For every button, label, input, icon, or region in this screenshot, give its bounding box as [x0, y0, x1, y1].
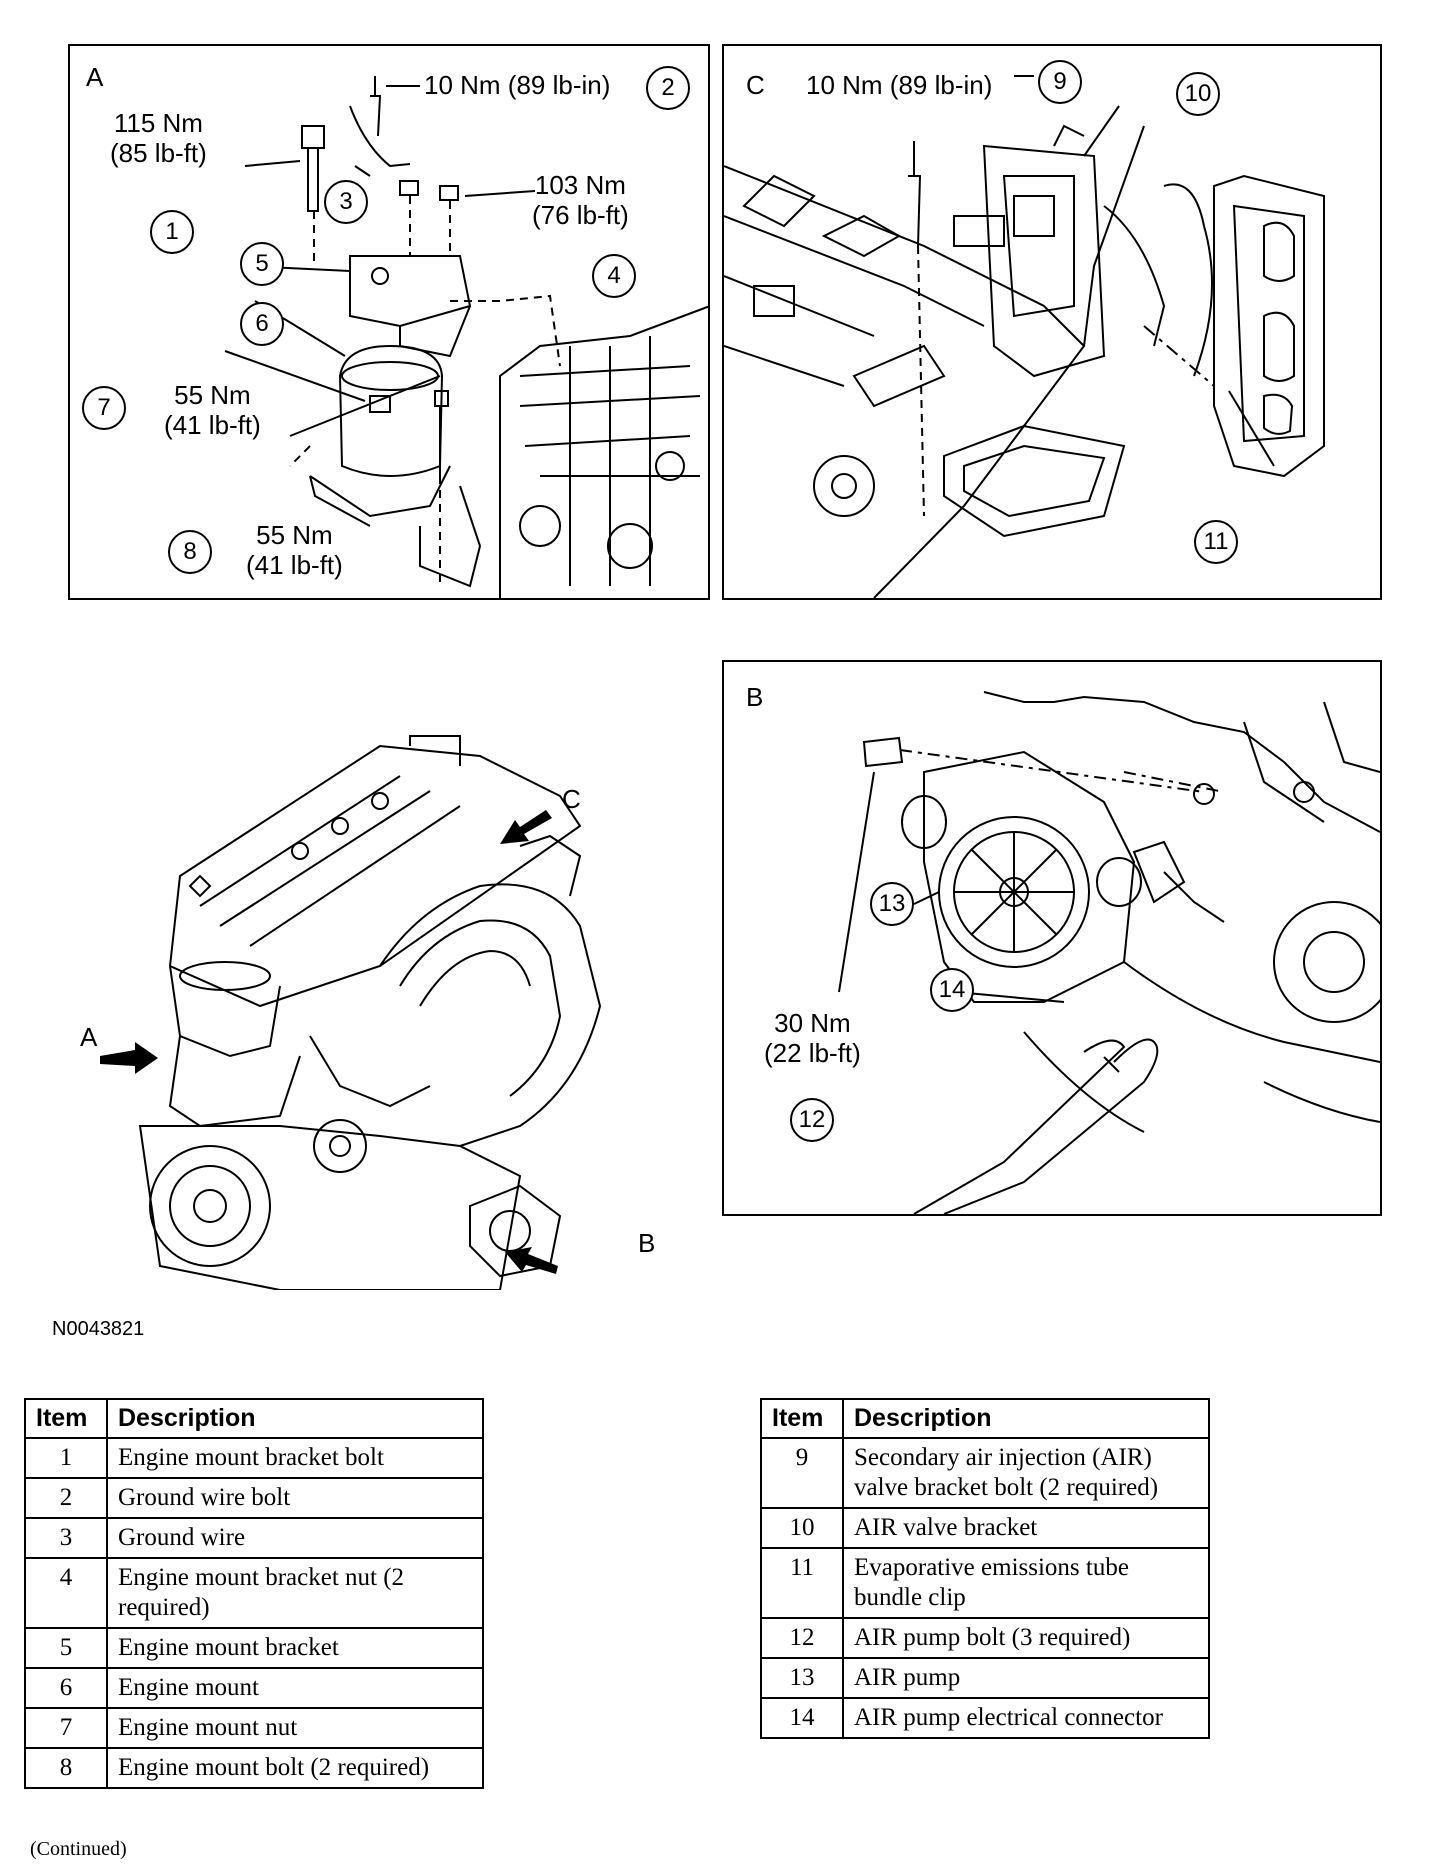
item-number: 4 [24, 1557, 108, 1629]
callout-10: 10 [1176, 72, 1220, 116]
callout-3: 3 [324, 180, 368, 224]
legend-left-header-description: Description [106, 1398, 484, 1439]
callout-9: 9 [1038, 60, 1082, 104]
item-number: 11 [760, 1547, 844, 1619]
panel-b: B 13 30 Nm (22 lb-ft) 12 14 [722, 660, 1382, 1216]
item-description: Engine mount nut [106, 1707, 484, 1749]
callout-6: 6 [240, 302, 284, 346]
legend-left-header-row: Item Description [24, 1398, 484, 1439]
callout-4: 4 [592, 254, 636, 298]
overview-arrow-label-a: A [80, 1022, 98, 1052]
callout-12: 12 [790, 1098, 834, 1142]
torque-label-7: 55 Nm (41 lb-ft) [164, 380, 261, 440]
panel-b-letter: B [746, 682, 764, 712]
figure-id: N0043821 [52, 1318, 145, 1340]
legend-right-header-description: Description [842, 1398, 1210, 1439]
panel-a-letter: A [86, 62, 104, 92]
item-number: 10 [760, 1507, 844, 1549]
item-number: 1 [24, 1437, 108, 1479]
item-number: 3 [24, 1517, 108, 1559]
callout-1: 1 [150, 210, 194, 254]
legend-left-header-item: Item [24, 1398, 108, 1439]
item-description: AIR valve bracket [842, 1507, 1210, 1549]
item-description: Ground wire bolt [106, 1477, 484, 1519]
callout-7: 7 [82, 386, 126, 430]
item-number: 8 [24, 1747, 108, 1789]
item-number: 6 [24, 1667, 108, 1709]
torque-label-4-lbft: (76 lb-ft) [532, 200, 629, 230]
item-description: Engine mount bracket nut (2 required) [106, 1557, 484, 1629]
item-description: AIR pump electrical connector [842, 1697, 1210, 1739]
item-description: Engine mount bracket bolt [106, 1437, 484, 1479]
torque-label-8-nm: 55 Nm [256, 520, 333, 550]
panel-c-drawing [724, 75, 1325, 598]
torque-label-1-nm: 115 Nm [113, 108, 203, 138]
overview-arrow-label-c: C [562, 784, 581, 814]
legend-right-header-item: Item [760, 1398, 844, 1439]
item-description: AIR pump [842, 1657, 1210, 1699]
item-number: 12 [760, 1617, 844, 1659]
item-description: Engine mount bracket [106, 1627, 484, 1669]
item-number: 9 [760, 1437, 844, 1509]
torque-label-8-lbft: (41 lb-ft) [246, 550, 343, 580]
torque-label-1: 115 Nm (85 lb-ft) [110, 108, 207, 168]
continued-note: (Continued) [30, 1838, 127, 1860]
legend-right-header-row: Item Description [760, 1398, 1210, 1439]
panel-c: C 10 Nm (89 lb-in) 9 10 11 [722, 44, 1382, 600]
callout-13: 13 [870, 882, 914, 926]
overview-arrow-label-b: B [638, 1228, 656, 1258]
callout-5: 5 [240, 242, 284, 286]
torque-label-4: 103 Nm (76 lb-ft) [532, 170, 629, 230]
torque-label-8: 55 Nm (41 lb-ft) [246, 520, 343, 580]
engine-overview-drawing [100, 735, 602, 1291]
torque-label-7-lbft: (41 lb-ft) [164, 410, 261, 440]
item-description: Evaporative emissions tube bundle clip [842, 1547, 1210, 1619]
item-description: Ground wire [106, 1517, 484, 1559]
callout-11: 11 [1194, 520, 1238, 564]
item-number: 2 [24, 1477, 108, 1519]
item-number: 14 [760, 1697, 844, 1739]
torque-label-12-nm: 30 Nm [774, 1008, 851, 1038]
item-description: Engine mount [106, 1667, 484, 1709]
panel-b-drawing [838, 691, 1380, 1214]
torque-label-12-lbft: (22 lb-ft) [764, 1038, 861, 1068]
item-description: Engine mount bolt (2 required) [106, 1747, 484, 1789]
callout-14: 14 [930, 968, 974, 1012]
item-description: AIR pump bolt (3 required) [842, 1617, 1210, 1659]
torque-label-9: 10 Nm (89 lb-in) [806, 70, 993, 100]
item-number: 13 [760, 1657, 844, 1699]
callout-2: 2 [646, 66, 690, 110]
panel-a: A 115 Nm (85 lb-ft) 1 10 Nm (89 lb-in) 2… [68, 44, 710, 600]
torque-label-4-nm: 103 Nm [534, 170, 626, 200]
item-number: 5 [24, 1627, 108, 1669]
callout-8: 8 [168, 530, 212, 574]
item-number: 7 [24, 1707, 108, 1749]
panel-c-letter: C [746, 70, 765, 100]
torque-label-1-lbft: (85 lb-ft) [110, 138, 207, 168]
torque-label-2: 10 Nm (89 lb-in) [424, 70, 611, 100]
engine-overview: A B C [80, 706, 700, 1291]
torque-label-7-nm: 55 Nm [174, 380, 251, 410]
item-description: Secondary air injection (AIR) valve brac… [842, 1437, 1210, 1509]
panel-a-drawing [224, 76, 708, 598]
torque-label-12: 30 Nm (22 lb-ft) [764, 1008, 861, 1068]
